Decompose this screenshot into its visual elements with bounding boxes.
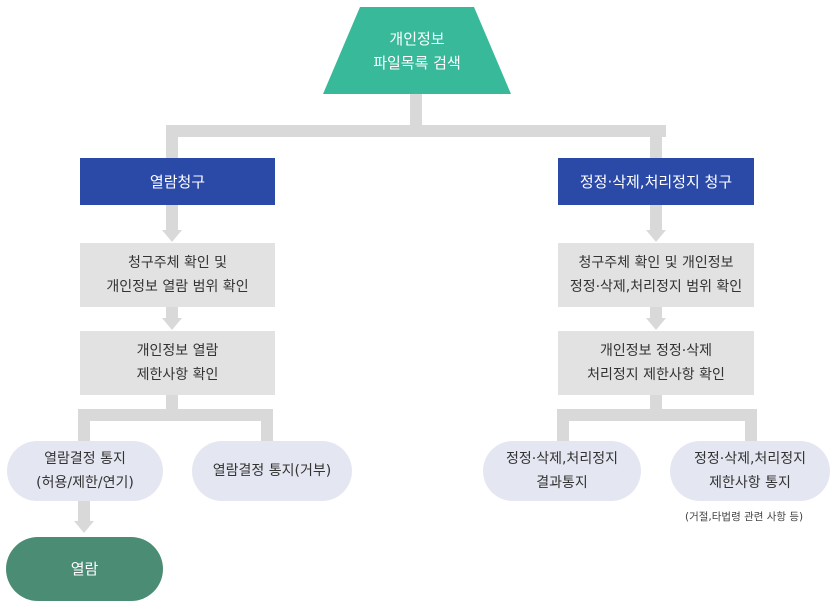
left-final-label: 열람 (70, 560, 99, 578)
connector-right-header-step1 (650, 205, 662, 231)
left-result-a: 열람결정 통지 (허용/제한/연기) (7, 441, 163, 501)
connector-left-split-b (261, 409, 273, 441)
left-step2-line2: 제한사항 확인 (136, 367, 219, 383)
connector-right-step1-step2 (650, 307, 662, 319)
right-result-b-line2: 제한사항 통지 (709, 475, 791, 491)
right-header-label: 정정·삭제,처리정지 청구 (579, 172, 733, 191)
top-node-line2: 파일목록 검색 (373, 53, 461, 72)
right-result-b-line1: 정정·삭제,처리정지 (694, 451, 806, 467)
arrow-left-final (74, 521, 94, 533)
connector-left-step1-step2 (166, 307, 178, 319)
connector-right-split-b (745, 409, 757, 441)
right-step1-line2: 정정·삭제,처리정지 범위 확인 (569, 279, 743, 295)
right-result-a-line1: 정정·삭제,처리정지 (506, 451, 618, 467)
right-result-b-note: (거절,타법령 관련 사항 등) (685, 511, 804, 523)
left-step1: 청구주체 확인 및 개인정보 열람 범위 확인 (80, 243, 275, 307)
arrow-left-2 (162, 318, 182, 330)
right-result-a: 정정·삭제,처리정지 결과통지 (483, 441, 641, 501)
connector-right-split-horizontal (557, 409, 757, 421)
left-result-b-line1: 열람결정 통지(거부) (212, 463, 332, 479)
connector-right-split-vertical (650, 395, 662, 412)
right-step2-line2: 처리정지 제한사항 확인 (587, 367, 725, 383)
left-final: 열람 (6, 537, 163, 601)
connector-left-final (78, 500, 90, 522)
left-result-b: 열람결정 통지(거부) (192, 441, 352, 501)
right-step2: 개인정보 정정·삭제 처리정지 제한사항 확인 (558, 331, 754, 395)
left-step2-line1: 개인정보 열람 (136, 343, 219, 359)
right-step1: 청구주체 확인 및 개인정보 정정·삭제,처리정지 범위 확인 (558, 243, 754, 307)
left-header-label: 열람청구 (149, 172, 206, 191)
connector-left-split-a (78, 409, 90, 441)
left-step1-line1: 청구주체 확인 및 (127, 255, 228, 271)
top-node-shape (323, 7, 511, 94)
connector-left-split-vertical (166, 395, 178, 412)
connector-top-horizontal (166, 125, 666, 137)
right-result-a-line2: 결과통지 (536, 475, 588, 491)
left-step1-line2: 개인정보 열람 범위 확인 (106, 279, 249, 295)
left-header: 열람청구 (80, 158, 275, 205)
left-result-a-line2: (허용/제한/연기) (36, 475, 134, 491)
connector-left-down (166, 125, 178, 158)
right-result-b: 정정·삭제,처리정지 제한사항 통지 (670, 441, 830, 501)
connector-left-split-horizontal (78, 409, 273, 421)
arrow-right-2 (646, 318, 666, 330)
arrow-left-1 (162, 230, 182, 242)
connector-right-down (650, 125, 662, 158)
connector-right-split-a (557, 409, 569, 441)
right-step1-line1: 청구주체 확인 및 개인정보 (578, 255, 734, 271)
arrow-right-1 (646, 230, 666, 242)
top-node: 개인정보 파일목록 검색 (323, 7, 511, 94)
connector-top-vertical (410, 93, 422, 129)
left-result-a-line1: 열람결정 통지 (44, 451, 126, 467)
right-header: 정정·삭제,처리정지 청구 (558, 158, 754, 205)
left-step2: 개인정보 열람 제한사항 확인 (80, 331, 275, 395)
connector-left-header-step1 (166, 205, 178, 231)
right-step2-line1: 개인정보 정정·삭제 (600, 343, 712, 359)
top-node-line1: 개인정보 (389, 29, 445, 48)
